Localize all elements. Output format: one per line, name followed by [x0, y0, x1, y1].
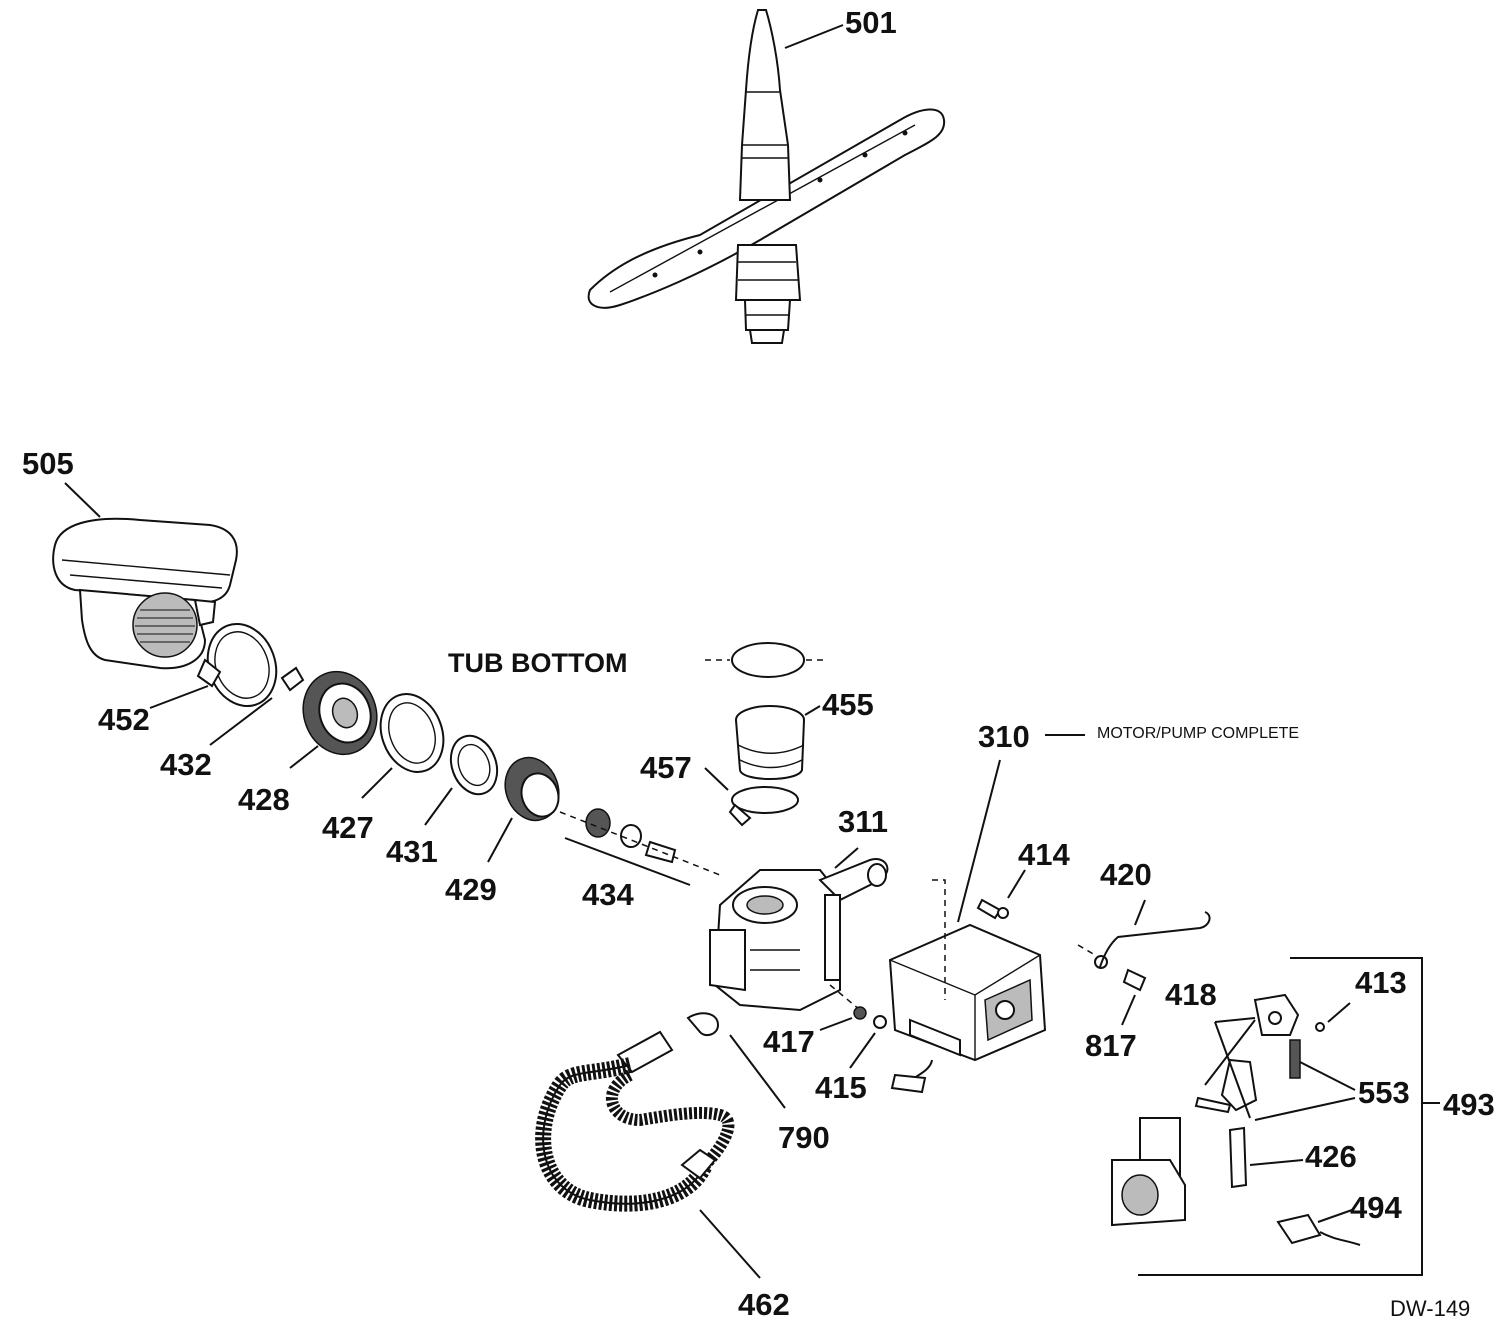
- label-311: 311: [838, 804, 888, 839]
- motor-screw: [976, 869, 1026, 920]
- label-817: 817: [1085, 1028, 1137, 1063]
- label-493: 493: [1443, 1087, 1495, 1122]
- label-429: 429: [445, 872, 497, 907]
- hose-and-clip: [535, 1012, 786, 1279]
- pump-cover: [487, 756, 560, 863]
- label-415: 415: [815, 1070, 867, 1105]
- label-432: 432: [160, 747, 212, 782]
- drawing-number: DW-149: [1390, 1296, 1470, 1321]
- label-457: 457: [640, 750, 692, 785]
- part-labels: 501 505 452 432 428 427 431 429 434 TUB …: [22, 5, 1495, 1322]
- label-434: 434: [582, 877, 634, 912]
- detergent-bracket-group: [1111, 957, 1440, 1276]
- retainer-ring: [424, 734, 499, 826]
- spray-arm-assembly: [587, 9, 946, 344]
- label-494: 494: [1350, 1190, 1402, 1225]
- label-427: 427: [322, 810, 374, 845]
- gasket-ring: [361, 693, 445, 799]
- tub-bottom-label: TUB BOTTOM: [448, 648, 627, 678]
- washers: [819, 1006, 887, 1069]
- label-431: 431: [386, 834, 438, 869]
- label-501: 501: [845, 5, 897, 40]
- label-414: 414: [1018, 837, 1070, 872]
- seal-kit: [559, 808, 721, 886]
- sump-housing: [52, 482, 238, 670]
- clamp-and-clip: [149, 622, 305, 746]
- tub-bottom-assembly: [704, 642, 825, 827]
- screw-817: [1121, 968, 1147, 1026]
- impeller: [289, 670, 378, 769]
- motor: [888, 734, 1085, 1094]
- label-413: 413: [1355, 965, 1407, 1000]
- label-790: 790: [778, 1120, 830, 1155]
- label-553: 553: [1358, 1075, 1410, 1110]
- motor-pump-note: MOTOR/PUMP COMPLETE: [1097, 725, 1299, 742]
- wire-link: [1077, 899, 1211, 969]
- label-455: 455: [822, 687, 874, 722]
- label-417: 417: [763, 1024, 815, 1059]
- label-310: 310: [978, 719, 1030, 754]
- label-505: 505: [22, 446, 74, 481]
- label-426: 426: [1305, 1139, 1357, 1174]
- label-418: 418: [1165, 977, 1217, 1012]
- pump-body: [709, 847, 889, 1012]
- label-452: 452: [98, 702, 150, 737]
- label-462: 462: [738, 1287, 790, 1322]
- label-428: 428: [238, 782, 290, 817]
- label-420: 420: [1100, 857, 1152, 892]
